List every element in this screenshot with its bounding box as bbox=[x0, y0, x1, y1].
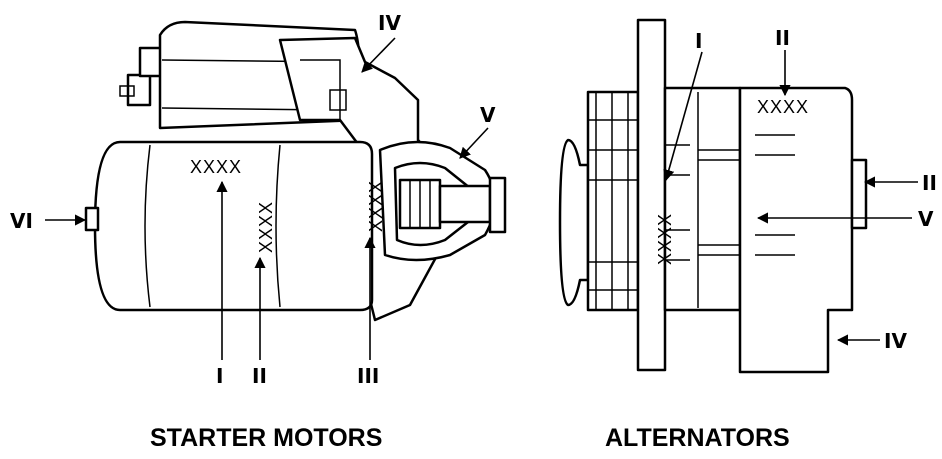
alternator-label-ii-side: II bbox=[922, 171, 937, 195]
alternator-label-i: I bbox=[695, 29, 702, 53]
alternators-caption: ALTERNATORS bbox=[605, 424, 790, 452]
alternator-stamp-vertical: XXXX bbox=[655, 213, 675, 265]
starter-label-i: I bbox=[216, 364, 223, 388]
starter-label-v: V bbox=[480, 103, 496, 127]
alternator-label-iv: IV bbox=[884, 329, 907, 353]
starter-motors-caption: STARTER MOTORS bbox=[150, 424, 383, 452]
alternator-stamp-horizontal: XXXX bbox=[757, 97, 809, 117]
starter-label-iii: III bbox=[357, 364, 379, 388]
alternator-label-ii-top: II bbox=[775, 26, 790, 50]
starter-stamp-horizontal: XXXX bbox=[190, 157, 242, 177]
alternator-illustration bbox=[558, 18, 868, 374]
alternator-leader-i bbox=[663, 51, 703, 182]
starter-stamp-vertical-iii: XXXX bbox=[366, 180, 386, 232]
starter-stamp-vertical-ii: XXXX bbox=[256, 201, 276, 253]
starter-label-iv: IV bbox=[378, 11, 401, 35]
alternator-label-v: V bbox=[918, 207, 934, 231]
starter-label-ii: II bbox=[252, 364, 267, 388]
starter-motor-illustration bbox=[84, 20, 507, 322]
starter-label-vi: VI bbox=[10, 209, 33, 233]
starter-leader-v bbox=[459, 127, 489, 159]
starter-leader-iv bbox=[361, 37, 396, 73]
